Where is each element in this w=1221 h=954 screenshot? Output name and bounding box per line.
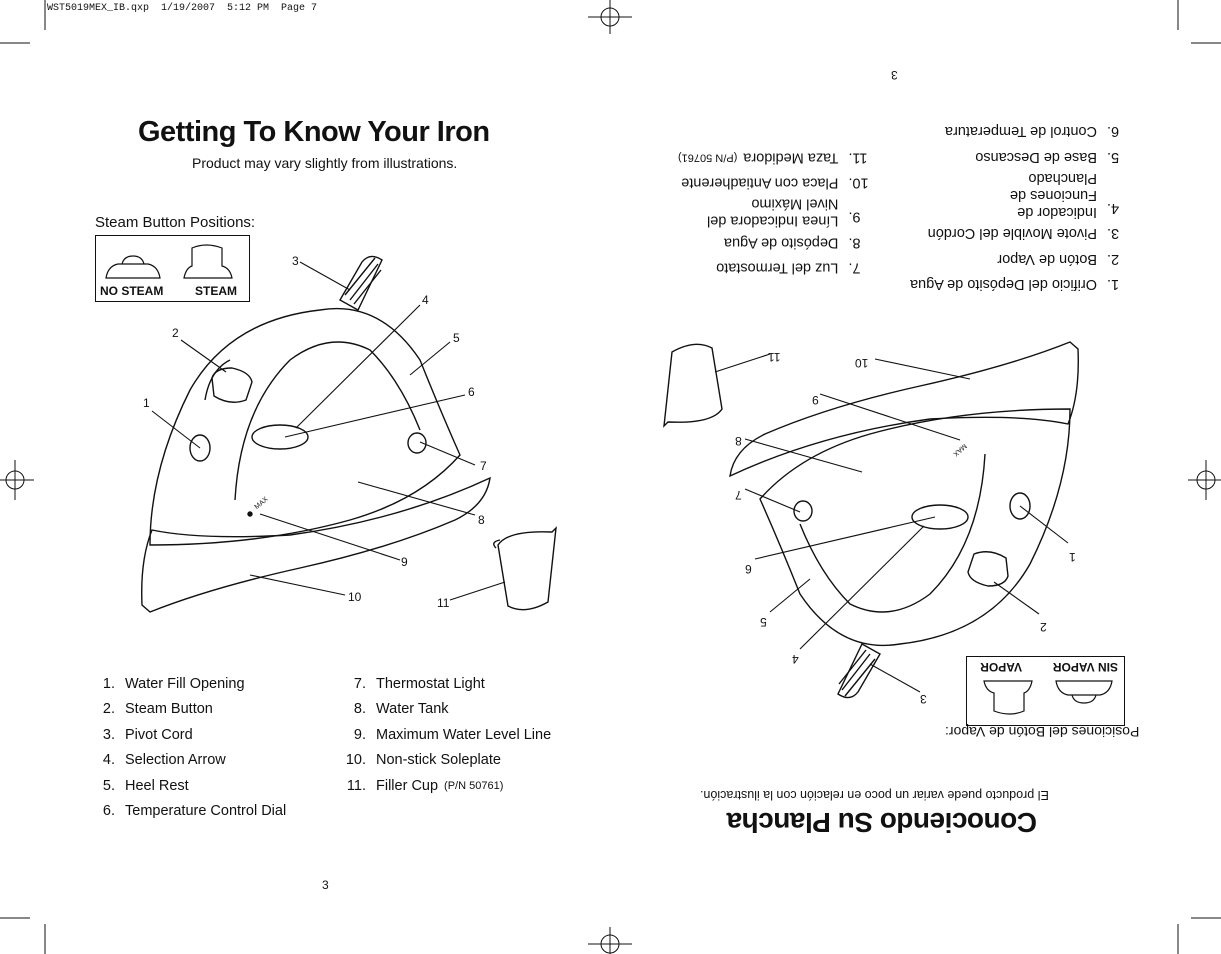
steam-button (211, 367, 253, 403)
thermostat-light (407, 432, 427, 454)
list-item: 7.Thermostat Light (353, 676, 485, 692)
steam-positions-label: Steam Button Positions: (95, 214, 256, 231)
page-number: 3 (322, 878, 329, 892)
parts-list-right-es: 7.Luz del Termostato 8.Depósito de Agua … (678, 144, 871, 280)
water-fill-opening (189, 434, 211, 462)
callout-es-5: 5 (760, 615, 767, 629)
soleplate (141, 476, 491, 613)
no-steam-caption: NO STEAM (100, 284, 164, 298)
callout-6: 6 (468, 385, 475, 399)
steam-positions-box-es: SIN VAPOR VAPOR (966, 656, 1125, 726)
callout-es-2: 2 (1040, 620, 1047, 634)
callout-8: 8 (478, 513, 485, 527)
callout-3: 3 (292, 254, 299, 268)
page-subtitle: Product may vary slightly from illustrat… (192, 155, 458, 171)
steam-caption: STEAM (195, 284, 237, 298)
page-number-es: 3 (891, 68, 898, 82)
list-item: 9.Maximum Water Level Line (353, 726, 552, 743)
iron-body (149, 307, 461, 546)
filler-cup (497, 526, 557, 611)
list-item: 11.Filler Cup(P/N 50761) (346, 777, 504, 794)
list-item: 3.Pivot Cord (102, 726, 193, 743)
parts-list-right: 7.Thermostat Light 8.Water Tank 9.Maximu… (343, 672, 551, 799)
list-item: 6.Control de Temperatura (944, 123, 1120, 140)
list-item: 10.Placa con Antiadherente (681, 174, 869, 191)
list-item: 2.Steam Button (102, 701, 213, 718)
callout-es-1: 1 (1069, 550, 1076, 564)
callout-es-3: 3 (920, 692, 927, 706)
callout-es-9: 9 (812, 393, 819, 407)
callout-es-10: 10 (855, 356, 869, 370)
list-item: 5.Base de Descanso (975, 148, 1120, 165)
list-item: 4.Indicador de Funciones de Planchado (1009, 169, 1120, 220)
list-item: 4.Selection Arrow (102, 752, 226, 769)
steam-button-icons-es (983, 680, 1113, 715)
callout-es-8: 8 (735, 434, 742, 448)
callout-5: 5 (453, 331, 460, 345)
temperature-dial (251, 424, 309, 450)
list-item: 8.Depósito de Agua (723, 234, 861, 251)
list-item: 6.Temperature Control Dial (102, 803, 287, 820)
list-item: 8.Water Tank (353, 701, 449, 718)
callout-es-7: 7 (735, 488, 742, 502)
list-item: 3.Pivote Movible del Cordón (927, 225, 1120, 242)
callout-10: 10 (348, 590, 362, 604)
list-item: 5.Heel Rest (102, 777, 189, 794)
parts-list-left-es: 1.Orificio del Depósito de Agua 2.Botón … (910, 118, 1122, 296)
callout-7: 7 (480, 459, 487, 473)
callout-1: 1 (143, 396, 150, 410)
list-item: 1.Water Fill Opening (102, 676, 245, 692)
callout-es-6: 6 (745, 562, 752, 576)
callout-es-11: 11 (768, 350, 781, 364)
list-item: 7.Luz del Termostato (716, 259, 861, 276)
pivot-cord (339, 255, 383, 311)
list-item: 9.Línea Indicadora del Nivel Máximo (707, 195, 861, 229)
steam-positions-box: NO STEAM STEAM (95, 235, 250, 302)
callout-2: 2 (172, 326, 179, 340)
print-slug: WST5019MEX_IB.qxp 1/19/2007 5:12 PM Page… (47, 3, 318, 14)
callout-es-4: 4 (792, 652, 799, 666)
list-item: 2.Botón de Vapor (997, 250, 1120, 267)
parts-list-left: 1.Water Fill Opening 2.Steam Button 3.Pi… (100, 672, 286, 824)
page-title: Getting To Know Your Iron (138, 116, 490, 148)
list-item: 1.Orificio del Depósito de Agua (910, 276, 1120, 293)
steam-button-icons (105, 244, 233, 279)
list-item: 11.Taza Medidora(P/N 50761) (678, 149, 868, 166)
callout-4: 4 (422, 293, 429, 307)
callout-11: 11 (437, 596, 450, 610)
list-item: 10.Non-stick Soleplate (345, 752, 501, 769)
callout-9: 9 (401, 555, 408, 569)
